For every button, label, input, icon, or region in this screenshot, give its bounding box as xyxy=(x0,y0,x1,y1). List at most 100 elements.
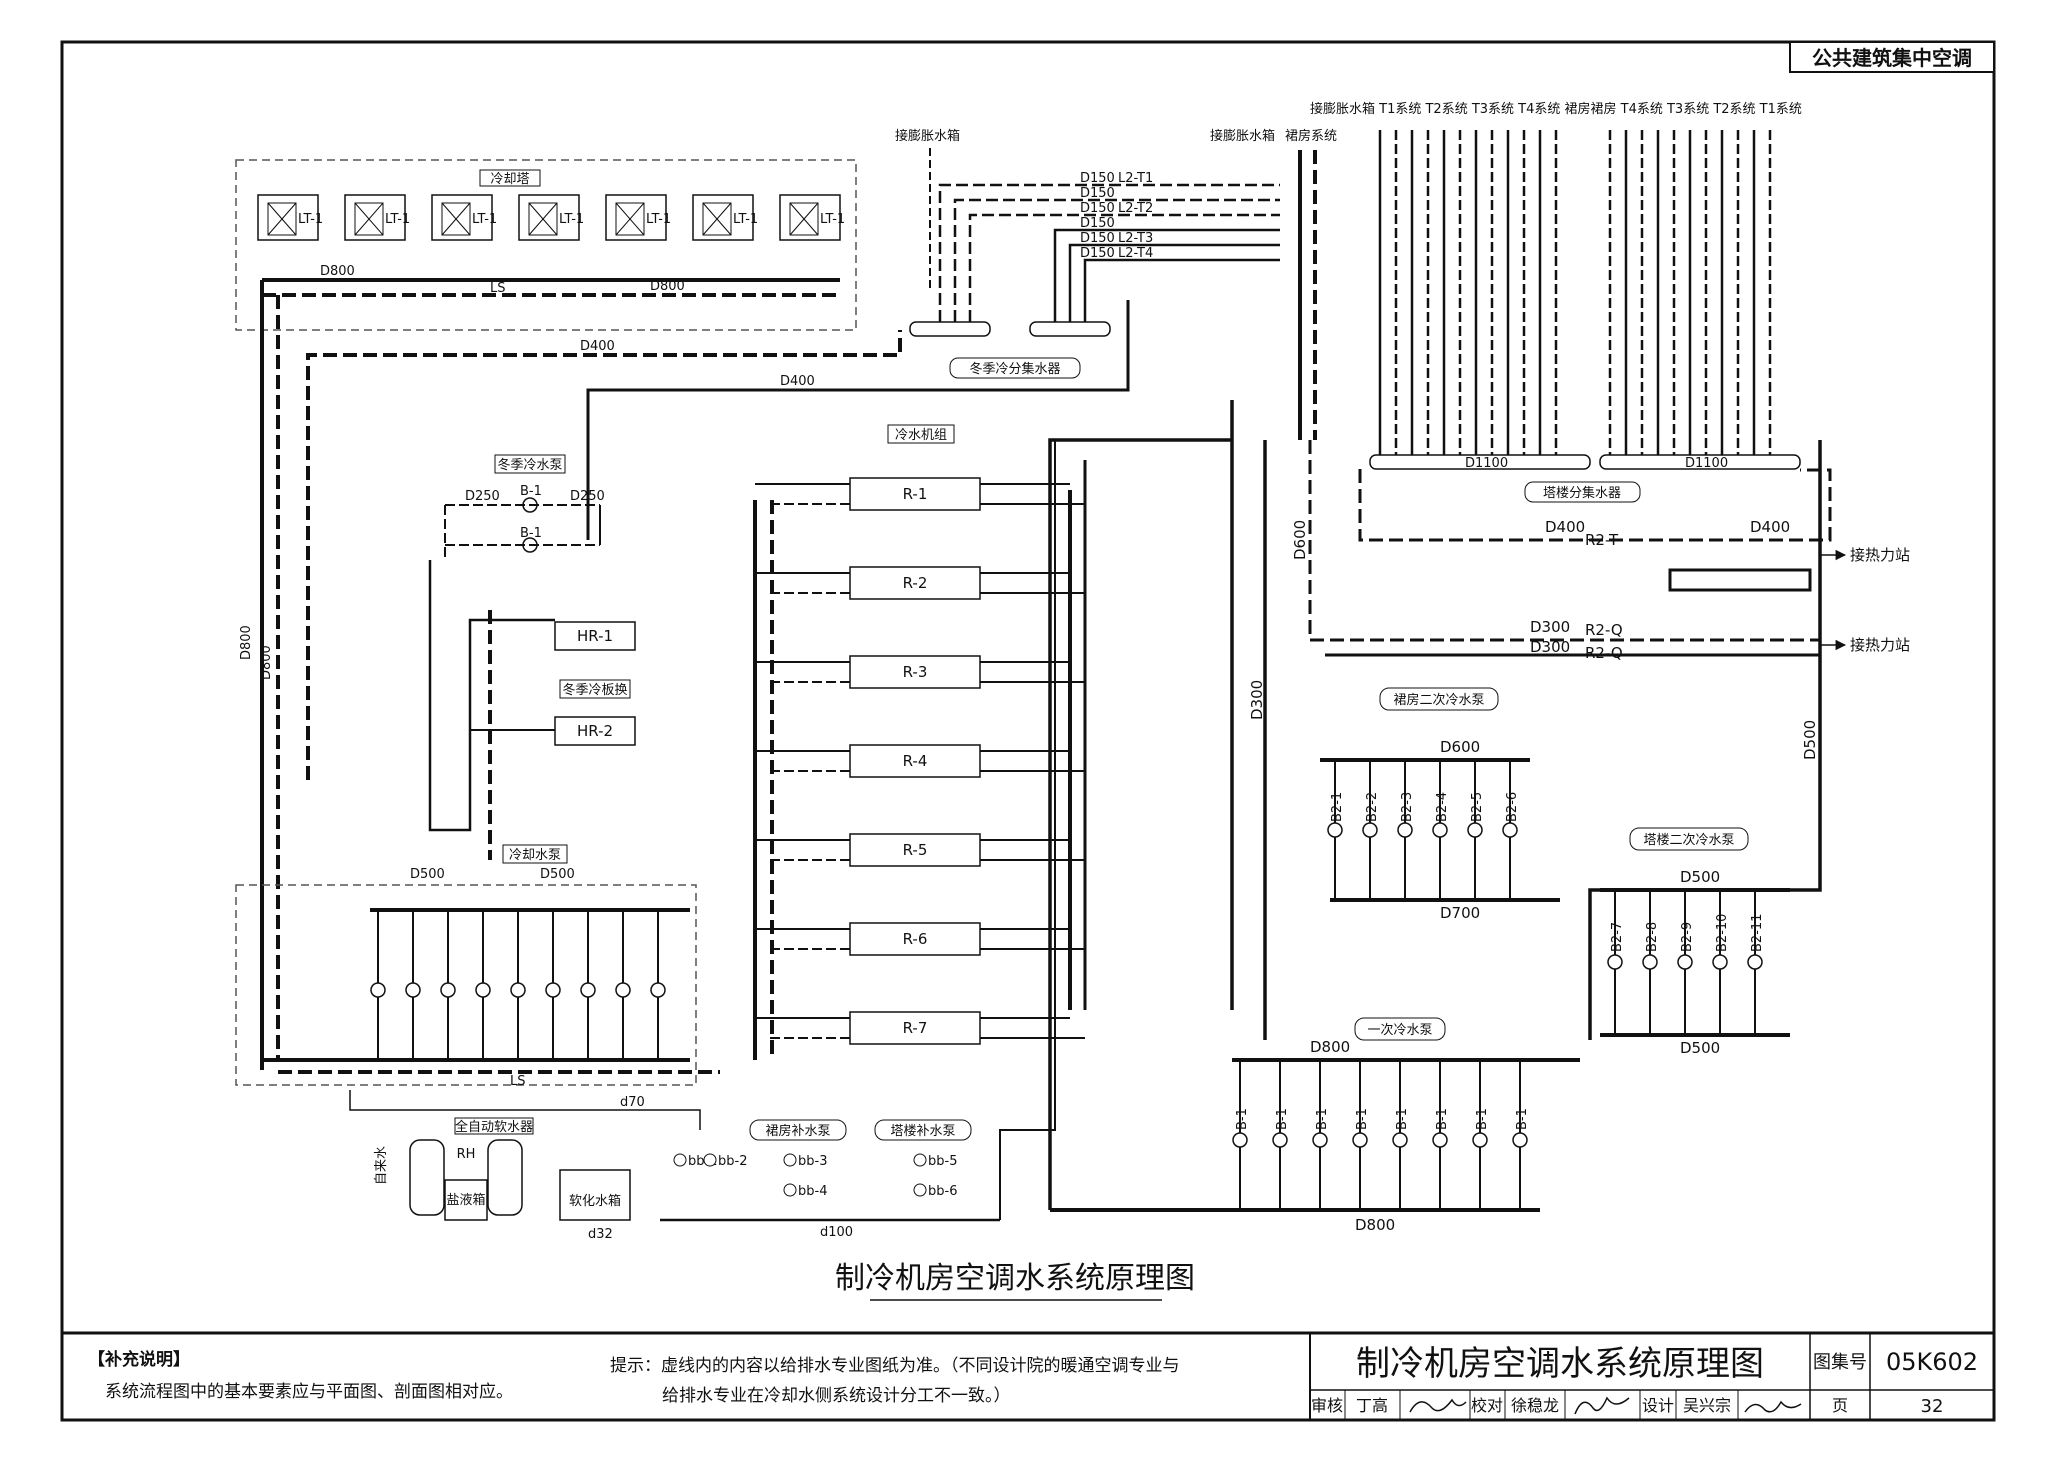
wc-d150-6: D150 xyxy=(1080,246,1115,261)
chillers: R-1 R-2 R-3 R-4 R-5 R-6 R-7 xyxy=(755,477,1085,1045)
page-number: 32 xyxy=(1921,1396,1944,1417)
r2t-label: R2-T xyxy=(1585,531,1619,549)
cooling-tower-2: LT-1 xyxy=(344,194,410,241)
podium-d600: D600 xyxy=(1440,738,1480,756)
wc-d150-4: D150 xyxy=(1080,216,1115,231)
rh-label: RH xyxy=(457,1147,476,1162)
podium-pump-label: B2-3 xyxy=(1400,792,1415,822)
tower-pump-label: B2-11 xyxy=(1750,914,1765,952)
primary-pump-title-box xyxy=(1354,1017,1446,1041)
corner-tag-box xyxy=(1789,41,1995,73)
podium-secondary-pumps: B2-1 B2-2 B2-3 B2-4 B2-5 B2-6 xyxy=(1327,760,1520,900)
cooling-pump-d500: D500 xyxy=(410,867,445,882)
makeup-pumps: bb-1 bb-2 bb-3 bb-4 bb-5 bb-6 xyxy=(673,1153,957,1199)
titleblock-atlas-no: 05K602 xyxy=(1886,1348,1978,1376)
tower-collector-title: 塔楼分集水器 xyxy=(1543,485,1621,501)
winter-hx-title: 冬季冷板换 xyxy=(562,682,627,698)
primary-pumps: B-1 B-1 B-1 B-1 B-1 B-1 B-1 B-1 xyxy=(1232,1060,1530,1210)
chiller-label: R-2 xyxy=(903,574,928,592)
tower-header-label: D800 xyxy=(320,264,355,279)
r2q-label: R2-Q xyxy=(1585,621,1623,639)
primary-pump-label: B-1 xyxy=(1355,1108,1370,1130)
tower-pump-d500: D500 xyxy=(1680,868,1720,886)
reviewer-signature xyxy=(1409,1398,1467,1413)
cooling-pumps xyxy=(370,910,666,1060)
exp-tank-label-1: 接膨胀水箱 xyxy=(895,128,960,144)
tower-header-label-2: D800 xyxy=(650,279,685,294)
winter-collector-title: 冬季冷分集水器 xyxy=(969,361,1060,377)
wc-d150-3: D150 xyxy=(1080,201,1115,216)
checker-signature xyxy=(1574,1396,1630,1415)
winter-pump-d250: D250 xyxy=(465,489,500,504)
cooling-tower-5: LT-1 xyxy=(605,194,671,241)
primary-pump-label: B-1 xyxy=(1515,1108,1530,1130)
hint-line-1: 提示：虚线内的内容以给排水专业图纸为准。（不同设计院的暖通空调专业与 xyxy=(610,1356,1180,1376)
wc-d150-1: D150 xyxy=(1080,171,1115,186)
d32-label: d32 xyxy=(588,1227,613,1242)
hx-1-label: HR-1 xyxy=(577,627,613,645)
tower-pump-label: B2-10 xyxy=(1715,914,1730,952)
cooling-tower-1: LT-1 xyxy=(257,194,323,241)
hint-line-2: 给排水专业在冷却水侧系统设计分工不一致。） xyxy=(662,1386,1011,1406)
titleblock-atlas-label: 图集号 xyxy=(1813,1352,1867,1373)
tower-label: LT-1 xyxy=(733,212,758,227)
tower-label: LT-1 xyxy=(385,212,410,227)
titleblock-box xyxy=(1309,1332,1995,1421)
makeup-pump-label: bb-3 xyxy=(798,1154,827,1169)
winter-pumps: B-1 B-1 D250 D250 xyxy=(444,484,605,560)
soft-tank-label: 软化水箱 xyxy=(569,1193,621,1209)
primary-return-loop xyxy=(1048,438,1232,1210)
tower-collector-1 xyxy=(1369,454,1591,470)
cooling-towers: LT-1 LT-1 LT-1 LT-1 LT-1 xyxy=(257,194,845,241)
supplement-heading: 【补充说明】 xyxy=(88,1350,190,1370)
diagram-caption: 制冷机房空调水系统原理图 xyxy=(835,1261,1195,1296)
wc-l2t4: L2-T4 xyxy=(1118,246,1153,261)
winter-pump-d250-2: D250 xyxy=(570,489,605,504)
chiller-2: R-2 xyxy=(755,566,1085,600)
chiller-title-box xyxy=(887,424,955,444)
podium-d700: D700 xyxy=(1440,904,1480,922)
cooling-tower-4: LT-1 xyxy=(518,194,584,241)
softener-unit: RH 盐液箱 自来水 xyxy=(374,1139,523,1221)
cw-riser-label-2: D800 xyxy=(259,645,274,680)
makeup-pump-label: bb-5 xyxy=(928,1154,957,1169)
tower-d500-label: D500 xyxy=(1801,720,1819,760)
r2t-d400: D400 xyxy=(1545,518,1585,536)
winter-hx-title-box xyxy=(559,679,631,699)
primary-d800: D800 xyxy=(1310,1038,1350,1056)
cooling-pump-ls-label: LS xyxy=(510,1074,526,1089)
tower-system-risers xyxy=(1378,130,1772,455)
makeup-pump-label: bb-6 xyxy=(928,1184,957,1199)
winter-loop-d400 xyxy=(306,330,902,780)
primary-pump-label: B-1 xyxy=(1275,1108,1290,1130)
titleblock-title: 制冷机房空调水系统原理图 xyxy=(1356,1344,1764,1384)
chiller-title: 冷水机组 xyxy=(895,428,947,443)
podium-pump-label: B2-2 xyxy=(1365,792,1380,822)
cooling-tower-6: LT-1 xyxy=(692,194,758,241)
winter-pump-label-1: B-1 xyxy=(520,484,542,499)
podium-pump-label: B2-1 xyxy=(1330,792,1345,822)
r2q-label-2: R2-Q xyxy=(1585,644,1623,662)
primary-d800-b: D800 xyxy=(1355,1216,1395,1234)
tower-pump-label: B2-8 xyxy=(1645,922,1660,952)
tower-collector-title-box xyxy=(1524,481,1641,503)
softener-label: 全自动软水器 xyxy=(455,1119,533,1135)
exp-tank-label-2: 接膨胀水箱 xyxy=(1210,128,1275,144)
chiller-label: R-5 xyxy=(903,841,928,859)
check-label: 校对 xyxy=(1471,1396,1503,1415)
tower-header-ls: LS xyxy=(490,281,506,296)
podium-system-label: 裙房系统 xyxy=(1285,128,1337,144)
winter-pump-label-2: B-1 xyxy=(520,526,542,541)
tower-collector-d1100-1: D1100 xyxy=(1465,456,1508,471)
primary-pump-label: B-1 xyxy=(1395,1108,1410,1130)
heat-station-label-1: 接热力站 xyxy=(1850,546,1910,564)
soft-tank xyxy=(559,1169,631,1221)
cooling-tower-dashed-zone xyxy=(235,159,857,331)
tower-makeup-title-box xyxy=(874,1119,972,1141)
cooling-pump-d500-2: D500 xyxy=(540,867,575,882)
winter-pump-title: 冬季冷水泵 xyxy=(497,457,562,473)
drawing-frame xyxy=(60,40,1996,1422)
wc-l2t1: L2-T1 xyxy=(1118,171,1153,186)
hx-1 xyxy=(554,621,636,651)
